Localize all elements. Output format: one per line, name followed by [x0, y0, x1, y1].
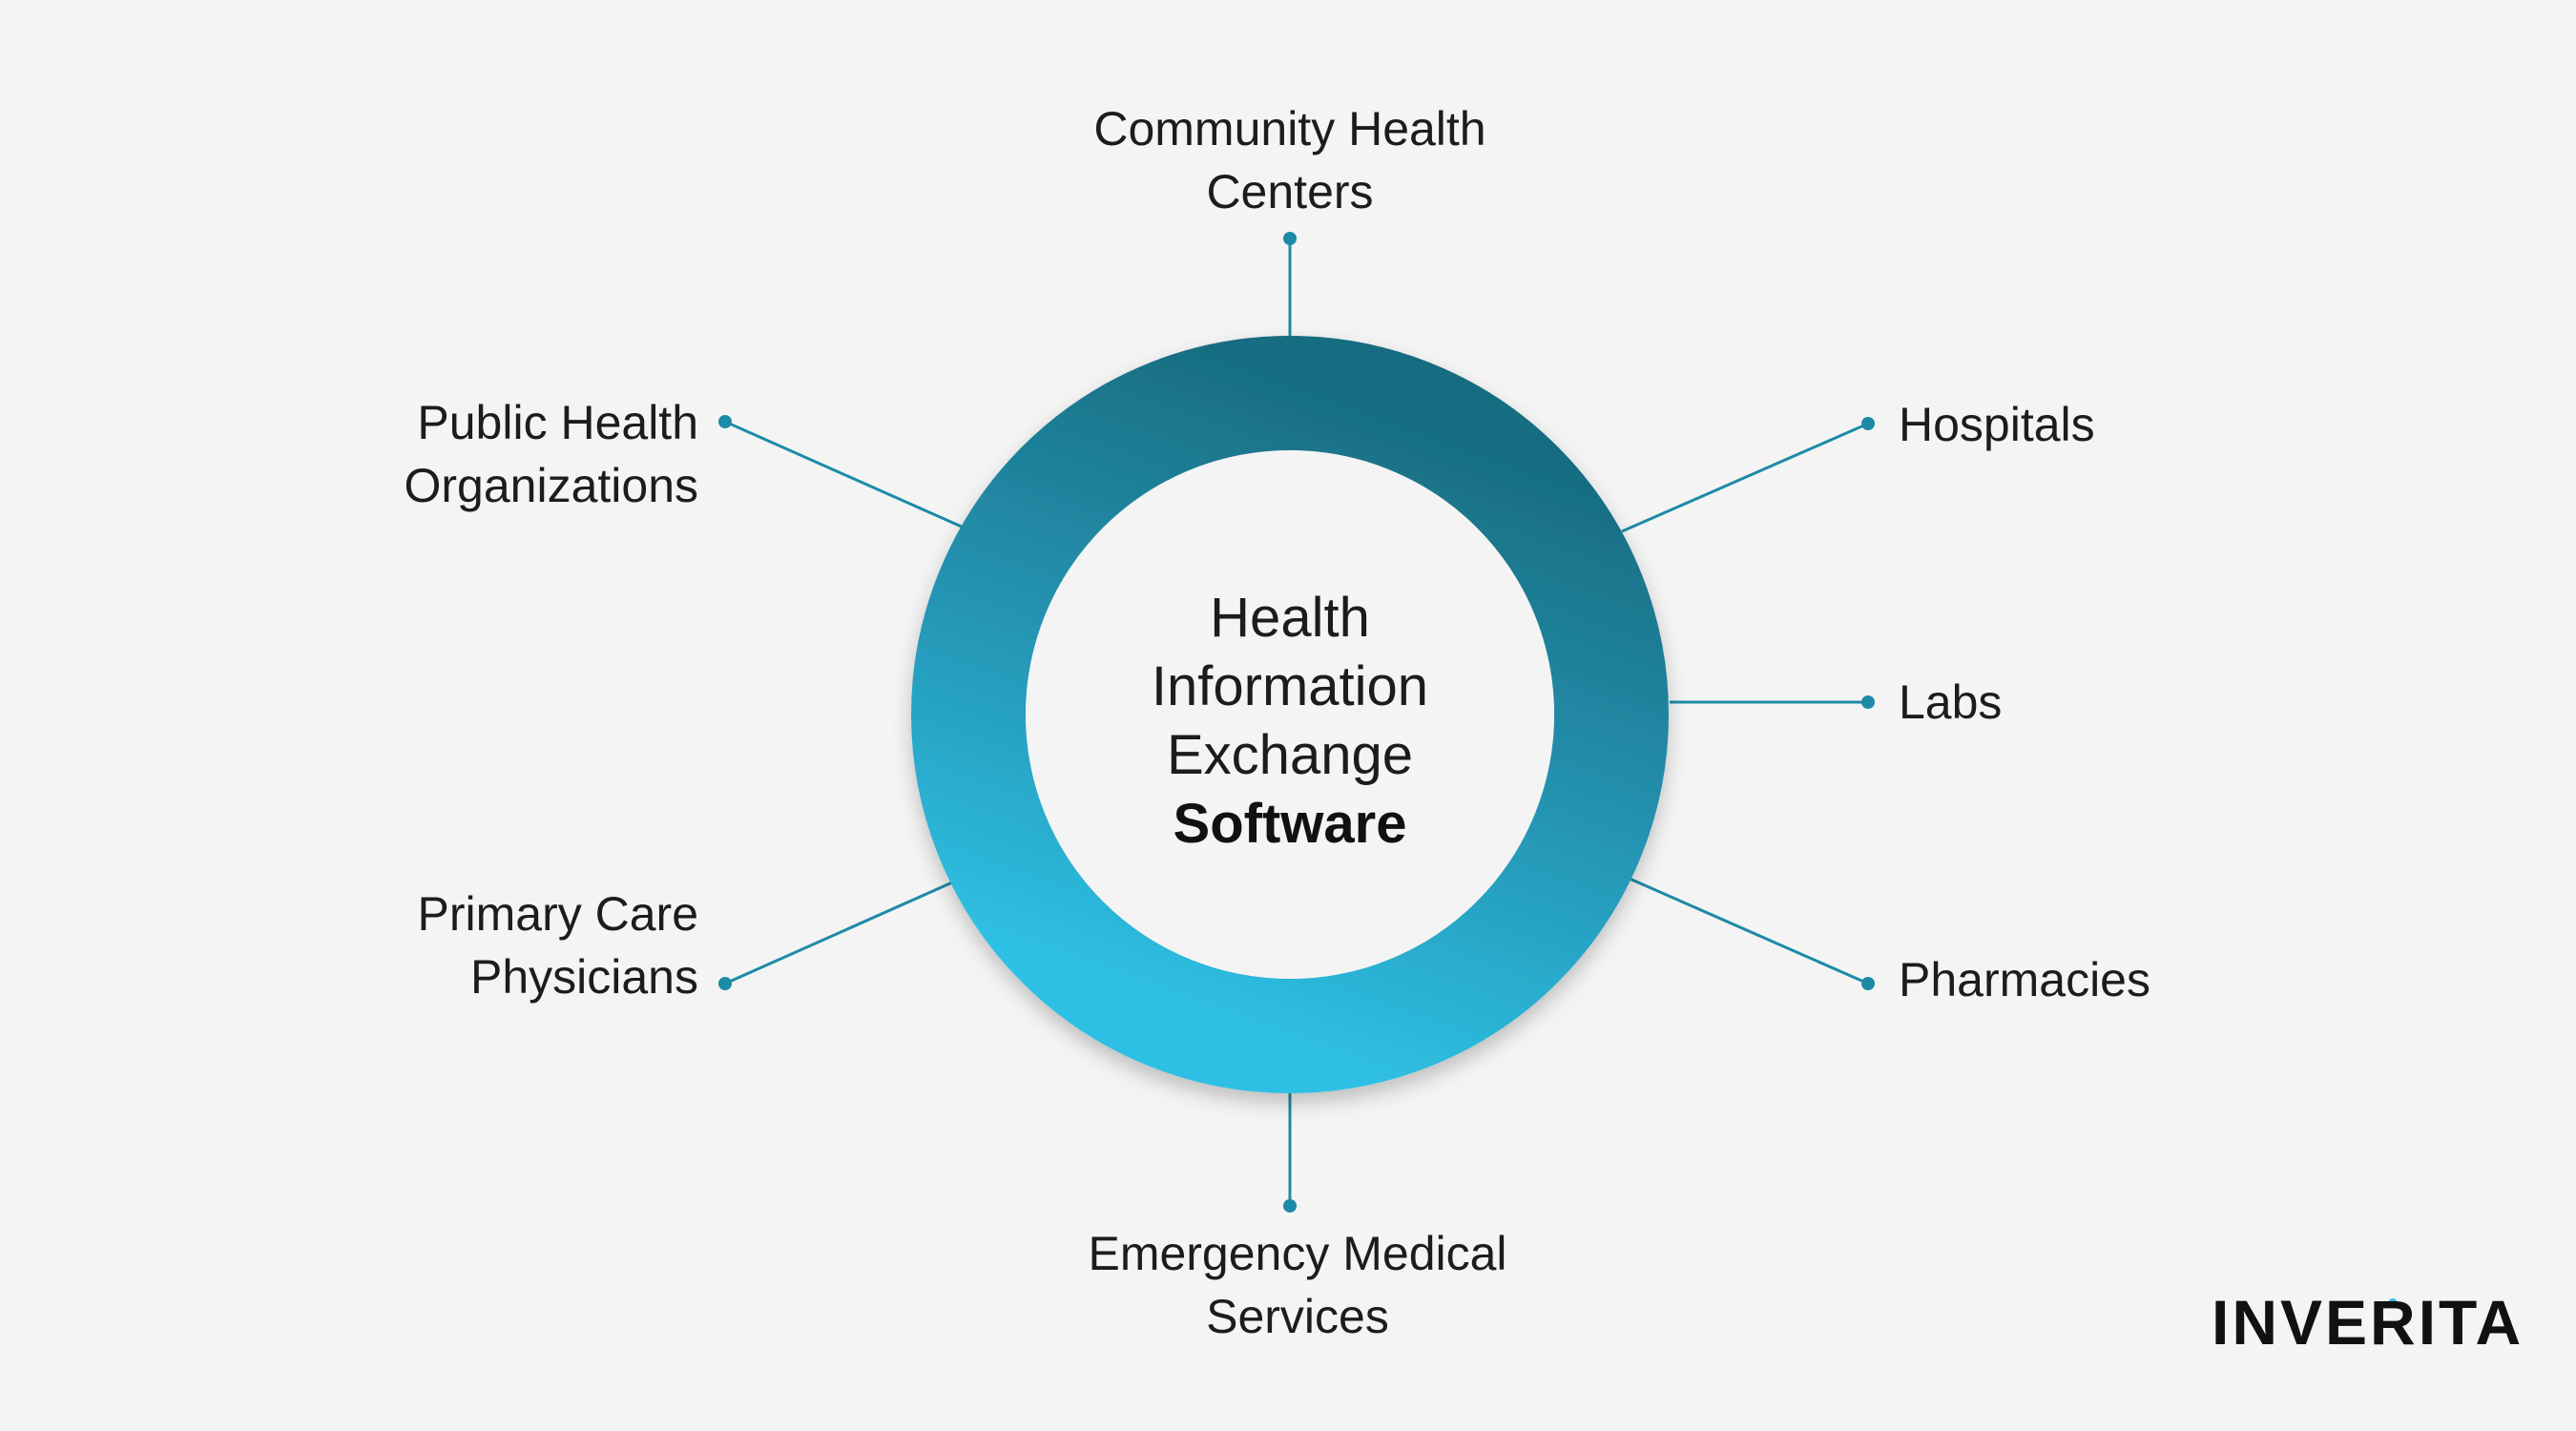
- dot-hospitals: [1861, 417, 1875, 430]
- dot-pharmacies: [1861, 977, 1875, 990]
- node-emergency-line-1: Emergency Medical: [1088, 1227, 1507, 1280]
- hub-inner-disc: [1026, 450, 1554, 979]
- connector-hospitals: [1621, 422, 1869, 533]
- node-community-line-2: Centers: [1206, 165, 1374, 218]
- hub-title-line-3: Exchange: [1167, 724, 1413, 786]
- dot-public-health: [718, 415, 732, 428]
- connector-pharmacies: [1629, 877, 1869, 985]
- node-hospitals: Hospitals: [1899, 393, 2095, 456]
- node-emergency-line-2: Services: [1206, 1290, 1389, 1343]
- hub-title-line-1: Health: [1210, 587, 1370, 649]
- dot-community: [1283, 232, 1297, 245]
- node-community-health-centers: Community Health Centers: [1051, 97, 1528, 223]
- node-emergency-medical-services: Emergency Medical Services: [1040, 1222, 1555, 1348]
- connector-public-health: [724, 420, 965, 529]
- inverita-logo: INVERITA: [2212, 1287, 2524, 1358]
- dot-emergency: [1283, 1199, 1297, 1213]
- node-primary-care-line-2: Physicians: [470, 950, 698, 1004]
- dot-primary-care: [718, 977, 732, 990]
- node-primary-care-physicians: Primary Care Physicians: [315, 882, 698, 1008]
- node-pharmacies-line-1: Pharmacies: [1899, 953, 2150, 1006]
- node-labs-line-1: Labs: [1899, 675, 2003, 729]
- hub-ring: [911, 336, 1669, 1093]
- connector-primary-care: [724, 881, 953, 985]
- node-community-line-1: Community Health: [1093, 102, 1486, 156]
- hub-title-line-2: Information: [1151, 655, 1429, 717]
- dot-labs: [1861, 695, 1875, 709]
- hub-title: Health Information Exchange Software: [1099, 584, 1481, 859]
- node-public-health-line-1: Public Health: [417, 396, 698, 449]
- hub-title-line-4: Software: [1173, 793, 1407, 855]
- node-public-health-line-2: Organizations: [404, 459, 699, 512]
- node-public-health-organizations: Public Health Organizations: [315, 391, 699, 517]
- logo-dot: [2388, 1298, 2398, 1308]
- node-pharmacies: Pharmacies: [1899, 948, 2150, 1011]
- node-primary-care-line-1: Primary Care: [417, 887, 698, 941]
- node-hospitals-line-1: Hospitals: [1899, 398, 2095, 451]
- node-labs: Labs: [1899, 671, 2002, 734]
